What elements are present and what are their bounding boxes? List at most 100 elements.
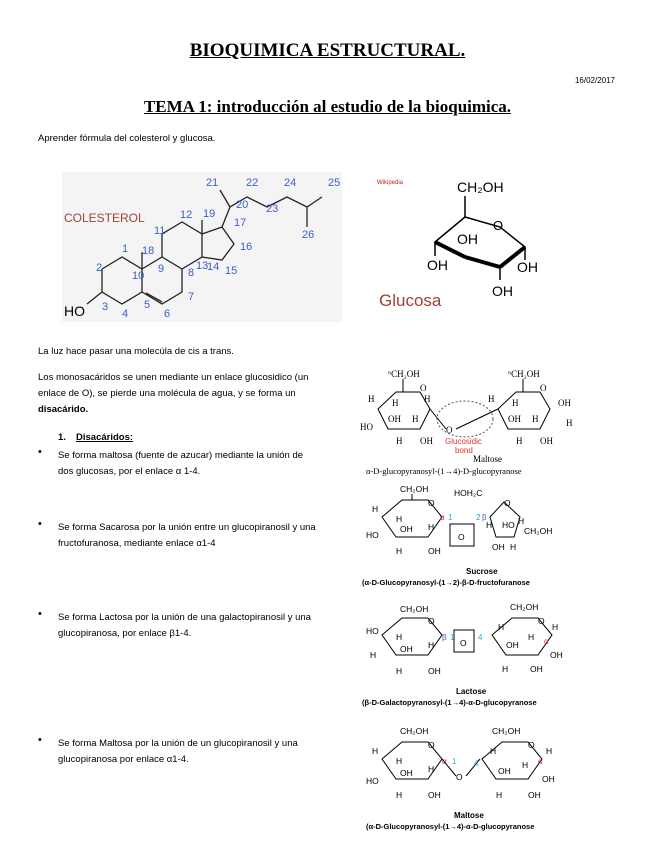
la-h-3: H [428,640,434,650]
su-ch2oh-2: CH₂OH [524,526,552,536]
mt-oh-2: OH [420,436,433,446]
mt-h-5: H [396,436,403,446]
la-oh-1: OH [400,644,413,654]
ma-four: 4 [474,759,479,768]
ma-h-3: H [428,764,434,774]
num-1: 1 [122,243,128,255]
num-11: 11 [154,225,165,237]
bullet-4-line-1: Se forma Maltosa por la unión de un gluc… [58,738,298,749]
num-5: 5 [144,299,150,311]
topic-title: TEMA 1: introducción al estudio de la bi… [143,97,512,116]
sucrose-figure: CH₂OH HOH₂C O H H OH H HO H OH α 1 O 2 β… [362,482,612,588]
su-one: 1 [448,513,453,522]
la-oh-3: OH [506,640,519,650]
num-2: 2 [96,262,102,274]
ma-h-7: H [546,746,552,756]
la-h-4: H [396,666,402,676]
la-ho: HO [366,626,379,636]
monosac-line-3: disacárido. [38,404,89,415]
section-number: 1. [58,432,66,443]
su-ch2oh-1: CH₂OH [400,484,428,494]
glucosa-oh-1: OH [517,259,538,275]
page-title: BIOQUIMICA ESTRUCTURAL. [189,40,466,61]
la-h-7: H [552,622,558,632]
num-3: 3 [102,301,108,313]
mt-o-right: O [540,383,547,393]
maltose-figure: CH₂OH CH₂OH O H H OH H HO H OH α 1 O 4 O… [362,722,612,834]
num-13: 13 [196,260,208,272]
la-bridge-o: O [460,638,467,648]
su-h-7: H [510,542,516,552]
su-oh-1: OH [400,524,413,534]
wikipedia-label: Wikipedia [377,180,404,186]
colesterol-figure: COLESTEROL HO 1 2 3 4 5 6 7 8 9 10 11 12… [62,172,342,322]
cis-trans-text: La luz hace pasar una molecúla de cis a … [38,346,234,357]
num-6: 6 [164,308,170,320]
su-h-4: H [396,546,402,556]
mt-o-left: O [420,383,427,393]
glucosa-figure: Wikipedia CH₂OH O OH OH OH OH Glucosa [375,172,565,312]
ma-o-2: O [528,740,535,750]
su-beta: β [482,513,487,522]
glucosa-ch2oh: CH₂OH [457,179,504,195]
monosac-line-2: enlace de O), se pierde una molécula de … [38,388,296,399]
num-16: 16 [240,241,252,253]
ma-h-5: H [490,746,496,756]
glucosa-label: Glucosa [379,291,442,310]
mt-oh-5: OH [540,436,553,446]
num-19: 19 [203,208,215,220]
bullet-2-dot: • [38,518,42,530]
mt-h-9: H [566,418,573,428]
ma-oh-5: OH [528,790,541,800]
ma-oh-4: OH [542,774,555,784]
la-h-5: H [498,622,504,632]
su-two: 2 [476,513,481,522]
num-12: 12 [180,209,192,221]
mt-name: Maltose [473,454,502,464]
maltose-top-figure: ⁶CH₂OH ⁶CH₂OH O H H H OH H HO H OH O Glu… [358,364,623,480]
su-h-5: H [486,520,492,530]
mt-h-1: H [368,394,375,404]
bullet-1-dot: • [38,446,42,458]
num-15: 15 [225,265,237,277]
la-o-1: O [428,616,435,626]
la-h-8: H [502,664,508,674]
ma-h-4: H [396,790,402,800]
mt-glucosidic: Glucosidic [445,437,482,446]
su-o-2: O [504,498,511,508]
mt-bridge-o: O [446,425,453,435]
ma-oh-3: OH [498,766,511,776]
bullet-3-line-1: Se forma Lactosa por la unión de una gal… [58,612,311,623]
la-o-2: O [538,616,545,626]
num-8: 8 [188,267,194,279]
la-name: Lactose [456,687,487,696]
mt-caption: α-D-glucopyranosyl-(1→4)-D-glucopyranose [366,466,522,476]
num-25: 25 [328,177,340,189]
la-oh-4: OH [550,650,563,660]
su-name: Sucrose [466,567,498,576]
num-10: 10 [132,270,144,282]
ma-h-8: H [496,790,502,800]
ma-ch2oh-1: CH₂OH [400,726,428,736]
la-h-6: H [528,632,534,642]
bullet-4-dot: • [38,734,42,746]
ma-h-1: H [372,746,378,756]
ma-h-2: H [396,756,402,766]
date: 16/02/2017 [574,76,615,85]
su-o-1: O [428,498,435,508]
ma-one: 1 [452,757,457,766]
mt-h-4: H [412,414,419,424]
mt-oh-3: OH [508,414,521,424]
mt-h-10: H [516,436,523,446]
ma-h-6: H [522,760,528,770]
intro-text: Aprender fórmula del colesterol y glucos… [38,133,216,144]
num-18: 18 [142,245,154,257]
num-17: 17 [234,217,246,229]
num-20: 20 [236,199,248,211]
su-oh-3: OH [492,542,505,552]
su-h-1: H [372,504,378,514]
mt-h-2: H [392,398,399,408]
ma-oh-1: OH [400,768,413,778]
glucosa-ring-o: O [493,218,503,233]
lactose-figure: CH₂OH CH₂OH O HO H OH H H H OH β 1 O 4 O… [362,600,612,710]
